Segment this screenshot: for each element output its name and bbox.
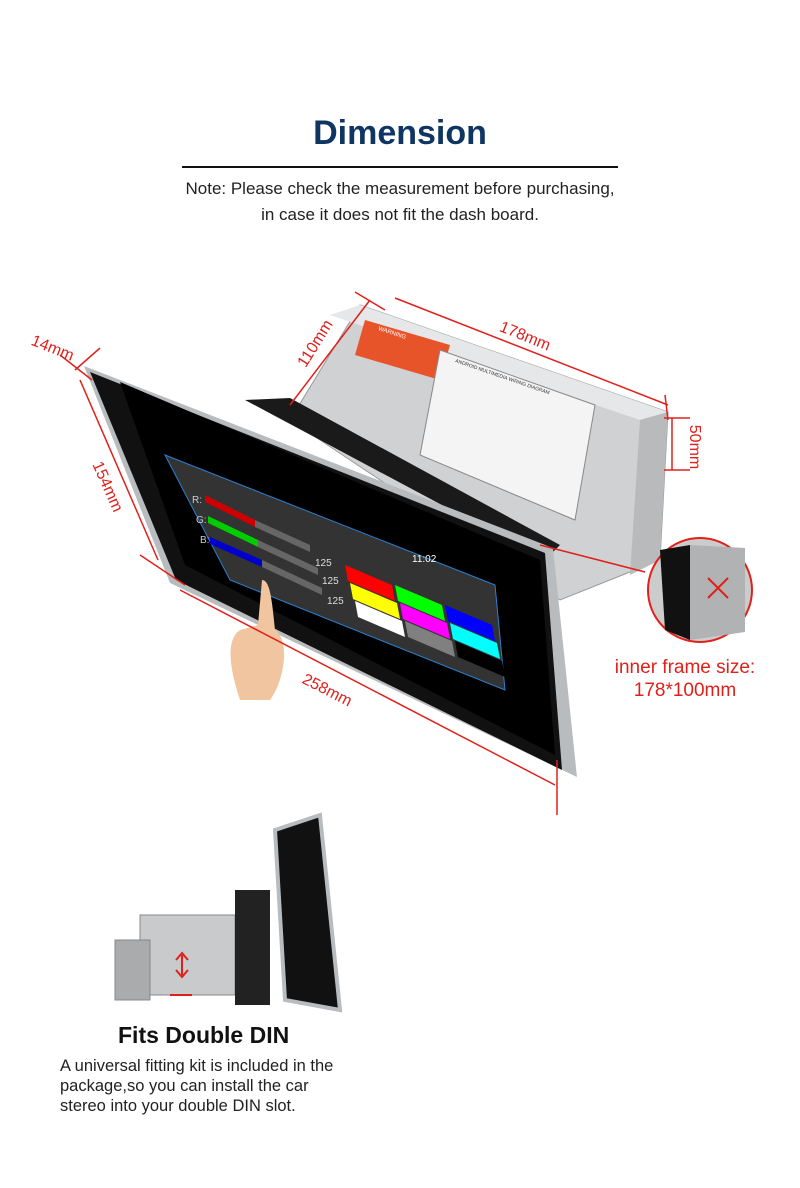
b-label: B: bbox=[200, 535, 209, 546]
b-value: 125 bbox=[327, 596, 344, 607]
color-swatch bbox=[450, 623, 500, 659]
color-swatch bbox=[400, 603, 450, 639]
fits-desc-1: A universal fitting kit is included in t… bbox=[60, 1057, 334, 1075]
fits-desc-2: package,so you can install the car bbox=[60, 1077, 309, 1095]
page-title: Dimension bbox=[313, 114, 487, 152]
inner-frame-size: 178*100mm bbox=[633, 680, 737, 701]
color-swatch bbox=[395, 585, 445, 621]
g-label: G: bbox=[196, 515, 207, 526]
color-swatches bbox=[345, 565, 505, 677]
r-value: 125 bbox=[315, 558, 332, 569]
inner-frame-label: inner frame size: bbox=[614, 657, 756, 678]
color-sliders: R: G: B: 125 125 125 11:02 bbox=[192, 495, 437, 607]
color-swatch bbox=[445, 605, 495, 641]
finger-icon bbox=[230, 580, 285, 700]
color-swatch bbox=[455, 641, 505, 677]
double-din-side-view bbox=[114, 812, 343, 1013]
head-unit-housing: WARNING ANDROID MULTIMEDIA WIRING DIAGRA… bbox=[245, 304, 669, 601]
warning-sticker bbox=[355, 320, 450, 380]
note-line-2: in case it does not fit the dash board. bbox=[261, 205, 539, 224]
wiring-diagram-sticker bbox=[419, 349, 596, 521]
dimension-lines bbox=[59, 291, 690, 815]
color-swatch bbox=[405, 621, 455, 657]
color-swatch bbox=[355, 601, 405, 637]
clock: 11:02 bbox=[412, 554, 437, 565]
note-line-1: Note: Please check the measurement befor… bbox=[185, 179, 615, 198]
fits-title: Fits Double DIN bbox=[118, 1022, 290, 1048]
g-value: 125 bbox=[322, 576, 339, 587]
head-unit-front: R: G: B: 125 125 125 11:02 bbox=[84, 366, 577, 777]
color-swatch bbox=[345, 565, 395, 601]
inner-frame-inset bbox=[647, 537, 753, 643]
r-label: R: bbox=[192, 495, 202, 506]
dim-50mm: 50mm bbox=[686, 424, 704, 470]
color-swatch bbox=[350, 583, 400, 619]
title-divider bbox=[182, 166, 618, 168]
fits-desc-3: stereo into your double DIN slot. bbox=[60, 1097, 296, 1115]
vertical-adjust-arrow-icon bbox=[175, 951, 189, 979]
